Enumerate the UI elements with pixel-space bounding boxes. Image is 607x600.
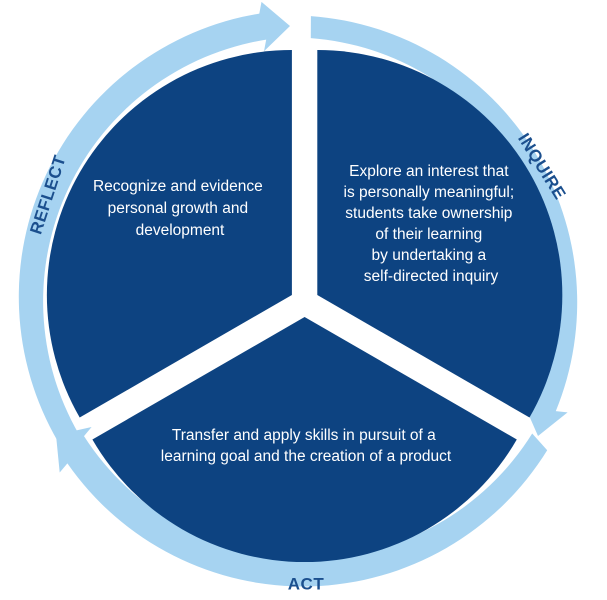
segments <box>46 49 563 563</box>
ring-arrow-act <box>56 427 548 587</box>
ring-label-act: ACT <box>288 574 325 593</box>
text-line: self-directed inquiry <box>364 268 499 285</box>
text-line: learning goal and the creation of a prod… <box>161 448 452 465</box>
ring-arrow-inquire <box>310 16 578 436</box>
segment-act <box>92 317 517 563</box>
segment-text-inquire: Explore an interest that is personally m… <box>344 163 519 285</box>
segment-reflect <box>46 49 292 418</box>
text-line: personal growth and <box>108 200 248 217</box>
ring-arrow-reflect <box>18 1 291 442</box>
segment-inquire <box>317 50 563 418</box>
text-line: Explore an interest that <box>349 163 509 180</box>
text-line: of their learning <box>375 226 482 243</box>
text-line: students take ownership <box>345 205 512 222</box>
text-line: development <box>136 222 225 239</box>
text-line: by undertaking a <box>372 247 487 264</box>
text-line: is personally meaningful; <box>344 184 515 201</box>
segment-text-reflect: Recognize and evidence personal growth a… <box>93 178 267 239</box>
text-line: Recognize and evidence <box>93 178 263 195</box>
ring-arrows <box>18 1 578 587</box>
text-line: Transfer and apply skills in pursuit of … <box>172 427 436 444</box>
segment-text-act: Transfer and apply skills in pursuit of … <box>161 427 452 465</box>
